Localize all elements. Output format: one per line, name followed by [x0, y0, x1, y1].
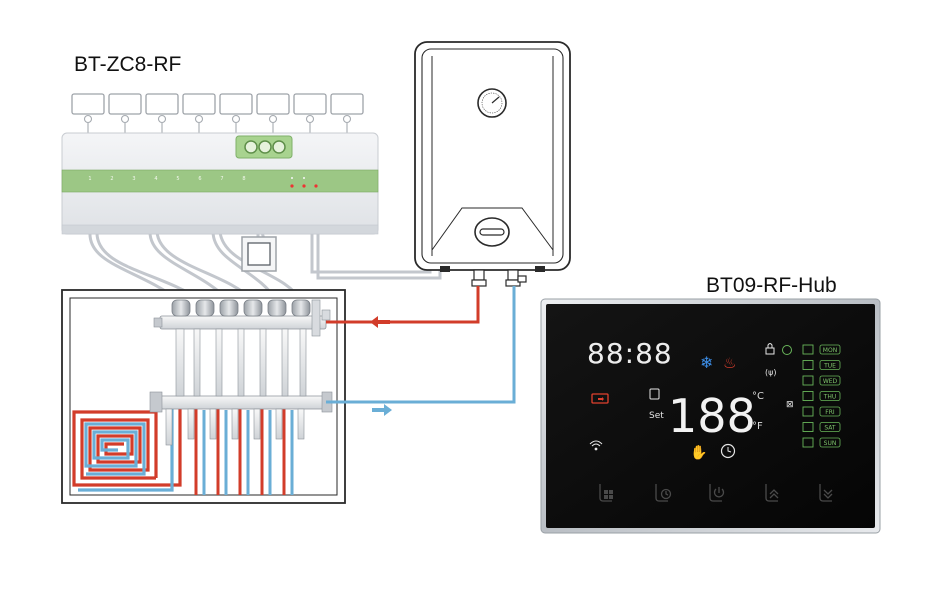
day-item-fri: FRI: [802, 406, 841, 417]
controller-green-strip: [62, 170, 378, 192]
day-label: MON: [823, 347, 837, 354]
hand-icon: ✋: [690, 444, 707, 461]
terminal-number: 2: [110, 176, 113, 182]
day-item-wed: WED: [802, 375, 841, 386]
bt09-thermostat: 88:88 ❄ ♨ 188 °C °F Set ✋ (ψ) ⊠ MON TUE WE…: [540, 298, 881, 534]
day-item-sun: SUN: [802, 437, 841, 448]
pressure-gauge-icon: [477, 88, 507, 118]
terminal-number: 7: [220, 176, 223, 182]
celsius-unit: °C: [752, 391, 764, 402]
supply-return-pipes: [326, 286, 516, 404]
home-icon: [802, 406, 814, 417]
valve-icon: ⊠: [786, 400, 794, 410]
lock-icon: [765, 347, 775, 355]
touch-buttons: [599, 484, 833, 502]
heating-mode-icon: [591, 393, 609, 404]
day-label: THU: [823, 394, 837, 401]
down-button-icon[interactable]: [819, 484, 833, 502]
leaf-icon: [782, 345, 792, 355]
controller-button[interactable]: [244, 140, 258, 154]
day-label: FRI: [825, 409, 835, 416]
home-icon: [802, 437, 814, 448]
hub-label: BT09-RF-Hub: [706, 274, 837, 297]
day-item-mon: MON: [802, 344, 841, 355]
svg-text:88:88: 88:88: [587, 337, 673, 370]
flow-direction-arrows: [370, 316, 392, 416]
boiler: [414, 41, 571, 287]
day-item-tue: TUE: [802, 360, 841, 370]
power-button-icon[interactable]: [709, 484, 725, 502]
home-icon: [802, 344, 814, 355]
day-item-thu: THU: [802, 391, 841, 401]
terminal-number: 1: [88, 176, 91, 182]
clock-display: 88:88: [587, 337, 673, 370]
schedule-button-icon[interactable]: [655, 484, 672, 502]
boiler-outlet-fittings: [471, 269, 527, 287]
home-icon: [802, 391, 814, 401]
wifi-icon: [589, 440, 603, 451]
terminal-number: 8: [242, 176, 245, 182]
zc8-controller: 1 2 3 4 5 6 7 8: [61, 93, 379, 272]
terminal-number: 5: [176, 176, 179, 182]
up-button-icon[interactable]: [765, 484, 779, 502]
set-label: Set: [649, 411, 664, 421]
snowflake-icon: ❄: [700, 353, 713, 372]
clock-icon: [720, 443, 736, 459]
terminal-number: 6: [198, 176, 201, 182]
info-icon: [649, 388, 660, 400]
day-item-sat: SAT: [802, 422, 841, 432]
day-label: SUN: [824, 440, 837, 447]
terminal-number: 3: [132, 176, 135, 182]
fahrenheit-unit: °F: [752, 421, 763, 432]
home-icon: [802, 360, 814, 370]
controller-label: BT-ZC8-RF: [74, 53, 182, 76]
terminal-number: 4: [154, 176, 157, 182]
boiler-knob-icon[interactable]: [474, 217, 510, 247]
flame-icon: ♨: [723, 354, 736, 372]
zone-thermostat-icons: [71, 93, 364, 115]
home-icon: [802, 375, 814, 386]
controller-button[interactable]: [272, 140, 286, 154]
signal-icon: (ψ): [765, 368, 777, 377]
day-label: TUE: [823, 363, 836, 370]
day-label: SAT: [824, 425, 836, 432]
temperature-display: 188: [668, 389, 756, 443]
day-label: WED: [823, 378, 838, 385]
controller-button[interactable]: [258, 140, 272, 154]
actuator-valves: [171, 299, 311, 317]
menu-button-icon[interactable]: [599, 484, 613, 502]
home-icon: [802, 422, 814, 432]
